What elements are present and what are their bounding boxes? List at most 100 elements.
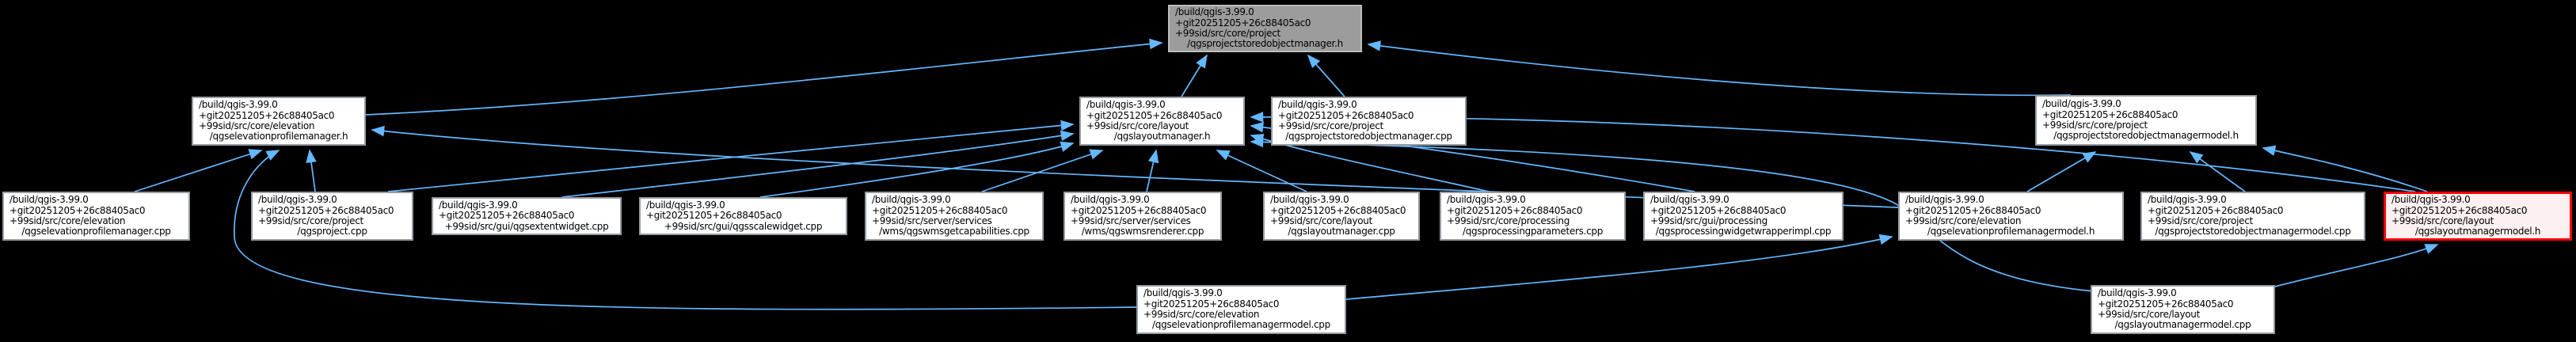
graph-node-laymm_cpp[interactable]: /build/qgis-3.99.0+git20251205+26c88405a…	[2091, 285, 2275, 334]
node-label-line: +99sid/src/core/layout	[2391, 215, 2494, 226]
graph-edge-laymm_cpp-to-layh	[1250, 136, 2095, 292]
node-label-line: +99sid/src/core/layout	[1270, 215, 1373, 226]
node-label-line: /wms/qgswmsrenderer.cpp	[1081, 226, 1204, 238]
graph-edge-laym_cpp-to-layh	[1216, 150, 1307, 192]
graph-node-extent[interactable]: /build/qgis-3.99.0+git20251205+26c88405a…	[432, 197, 622, 235]
graph-node-procparams[interactable]: /build/qgis-3.99.0+git20251205+26c88405a…	[1440, 192, 1626, 241]
node-label-line: /build/qgis-3.99.0	[258, 194, 337, 206]
node-label-line: /build/qgis-3.99.0	[2042, 98, 2121, 110]
node-label-line: /qgslayoutmanagermodel.cpp	[2114, 319, 2251, 331]
node-label-line: +99sid/src/gui/qgsscalewidget.cpp	[664, 220, 823, 232]
node-label-line: +git20251205+26c88405ac0	[2148, 204, 2284, 216]
node-label-line: /build/qgis-3.99.0	[2148, 194, 2227, 206]
node-label-line: /build/qgis-3.99.0	[1278, 99, 1357, 111]
graph-edge-elevmm_h-to-elevh	[371, 125, 1899, 208]
node-label-line: /qgslayoutmanagermodel.h	[2414, 226, 2541, 238]
graph-node-wmscap[interactable]: /build/qgis-3.99.0+git20251205+26c88405a…	[865, 192, 1044, 241]
node-label-line: /qgsproject.cpp	[297, 226, 367, 238]
node-label-line: +git20251205+26c88405ac0	[2042, 108, 2178, 120]
node-label-line: /build/qgis-3.99.0	[199, 99, 278, 111]
node-label-line: /wms/qgswmsgetcapabilities.cpp	[879, 226, 1029, 238]
node-label-line: +git20251205+26c88405ac0	[1447, 204, 1583, 216]
node-label-line: /build/qgis-3.99.0	[10, 194, 89, 206]
graph-edge-elev_cpp-to-elevh	[134, 149, 263, 192]
graph-edge-proj_cpp-to-layh	[387, 120, 1075, 192]
graph-node-elevmm_h[interactable]: /build/qgis-3.99.0+git20251205+26c88405a…	[1898, 192, 2124, 241]
graph-node-elev_cpp[interactable]: /build/qgis-3.99.0+git20251205+26c88405a…	[2, 192, 190, 241]
node-label-line: /qgselevationprofilemanager.cpp	[21, 226, 171, 238]
graph-edge-psom_cpp-to-root	[1307, 54, 1345, 97]
graph-node-elevmm_cpp[interactable]: /build/qgis-3.99.0+git20251205+26c88405a…	[1136, 285, 1346, 334]
node-label-line: +git20251205+26c88405ac0	[199, 109, 335, 121]
node-label-line: /build/qgis-3.99.0	[872, 194, 951, 206]
node-label-line: /qgsprojectstoredobjectmanager.h	[1187, 38, 1343, 50]
graph-node-procwrap[interactable]: /build/qgis-3.99.0+git20251205+26c88405a…	[1643, 192, 1844, 241]
graph-edge-wmsrend-to-layh	[1146, 149, 1159, 192]
graph-edge-proj_cpp-to-elevh	[306, 149, 317, 192]
graph-edge-elevmm_cpp-to-elevmm_h	[1345, 234, 1893, 300]
node-label-line: +99sid/src/core/elevation	[10, 215, 126, 226]
node-label-line: +99sid/src/server/services	[1071, 215, 1191, 226]
node-label-line: +git20251205+26c88405ac0	[1650, 204, 1786, 216]
node-label-line: /build/qgis-3.99.0	[1175, 6, 1254, 18]
graph-node-psomm_h[interactable]: /build/qgis-3.99.0+git20251205+26c88405a…	[2035, 95, 2257, 146]
node-label-line: /qgsprojectstoredobjectmanagermodel.h	[2053, 130, 2239, 142]
node-label-line: +99sid/src/core/layout	[1086, 120, 1189, 131]
node-label-line: +git20251205+26c88405ac0	[1905, 204, 2041, 216]
graph-edge-elevmm_h-to-psomm_h	[2026, 151, 2097, 192]
node-label-line: +99sid/src/core/elevation	[199, 120, 315, 131]
graph-edge-laymm_h-to-psomm_h	[2262, 145, 2428, 192]
node-label-line: +git20251205+26c88405ac0	[646, 210, 782, 222]
node-label-line: /qgselevationprofilemanagermodel.h	[1927, 226, 2095, 238]
node-label-line: +99sid/src/core/project	[1175, 28, 1280, 39]
graph-edge-layh-to-root	[1181, 54, 1208, 97]
node-label-line: +99sid/src/gui/qgsextentwidget.cpp	[444, 220, 609, 232]
graph-node-scale[interactable]: /build/qgis-3.99.0+git20251205+26c88405a…	[639, 197, 847, 235]
node-label-line: +99sid/src/core/elevation	[1905, 215, 2022, 226]
graph-node-psom_cpp[interactable]: /build/qgis-3.99.0+git20251205+26c88405a…	[1271, 97, 1467, 146]
node-label-line: +git20251205+26c88405ac0	[10, 204, 146, 216]
graph-edge-psomm_cpp-to-psomm_h	[2189, 151, 2246, 192]
node-label-line: /build/qgis-3.99.0	[439, 199, 518, 211]
node-label-line: /build/qgis-3.99.0	[1650, 194, 1729, 206]
node-label-line: +git20251205+26c88405ac0	[1143, 298, 1280, 310]
node-label-line: /qgselevationprofilemanager.h	[209, 131, 348, 142]
node-label-line: /build/qgis-3.99.0	[1086, 99, 1166, 111]
graph-node-laym_cpp[interactable]: /build/qgis-3.99.0+git20251205+26c88405a…	[1263, 192, 1420, 241]
node-label-line: /qgselevationprofilemanagermodel.cpp	[1152, 319, 1330, 331]
graph-edge-scale-to-layh	[759, 141, 1075, 198]
graph-edge-elevmm_cpp-to-elevh	[234, 150, 1137, 310]
graph-edge-psomm_h-to-root	[1367, 40, 2072, 97]
node-label-line: +99sid/src/core/project	[2148, 215, 2253, 226]
graph-node-proj_cpp[interactable]: /build/qgis-3.99.0+git20251205+26c88405a…	[251, 192, 413, 241]
node-label-line: +99sid/src/core/project	[2042, 120, 2148, 131]
node-label-line: +git20251205+26c88405ac0	[872, 204, 1008, 216]
graph-node-psomm_cpp[interactable]: /build/qgis-3.99.0+git20251205+26c88405a…	[2140, 192, 2365, 241]
graph-edge-extent-to-layh	[561, 130, 1075, 198]
node-label-line: /qgsprocessingparameters.cpp	[1462, 226, 1604, 238]
graph-edge-wmscap-to-layh	[981, 149, 1104, 192]
node-label-line: /build/qgis-3.99.0	[1905, 194, 1984, 206]
node-label-line: +99sid/src/core/layout	[2098, 309, 2201, 320]
node-label-line: +99sid/src/core/processing	[1447, 215, 1570, 226]
node-label-line: +99sid/src/gui/processing	[1650, 215, 1767, 226]
graph-node-root[interactable]: /build/qgis-3.99.0+git20251205+26c88405a…	[1168, 5, 1362, 52]
graph-node-wmsrend[interactable]: /build/qgis-3.99.0+git20251205+26c88405a…	[1064, 192, 1222, 241]
graph-node-layh[interactable]: /build/qgis-3.99.0+git20251205+26c88405a…	[1079, 97, 1245, 146]
graph-node-laymm_h[interactable]: /build/qgis-3.99.0+git20251205+26c88405a…	[2384, 192, 2572, 241]
graph-edge-laymm_cpp-to-laymm_h	[2274, 244, 2439, 287]
node-label-line: /qgslayoutmanager.h	[1113, 131, 1211, 142]
node-label-line: /build/qgis-3.99.0	[1447, 194, 1526, 206]
node-label-line: /build/qgis-3.99.0	[1143, 287, 1223, 299]
node-label-line: /qgsprojectstoredobjectmanager.cpp	[1285, 131, 1452, 142]
node-label-line: /qgsprocessingwidgetwrapperimpl.cpp	[1655, 226, 1832, 238]
node-label-line: /build/qgis-3.99.0	[1270, 194, 1349, 206]
node-label-line: +git20251205+26c88405ac0	[2391, 204, 2528, 216]
node-label-line: /build/qgis-3.99.0	[2391, 194, 2471, 206]
node-label-line: +99sid/src/core/elevation	[1143, 309, 1260, 320]
node-label-line: /qgslayoutmanager.cpp	[1288, 226, 1395, 238]
graph-node-elevh[interactable]: /build/qgis-3.99.0+git20251205+26c88405a…	[192, 97, 366, 146]
node-label-line: /build/qgis-3.99.0	[646, 199, 725, 211]
